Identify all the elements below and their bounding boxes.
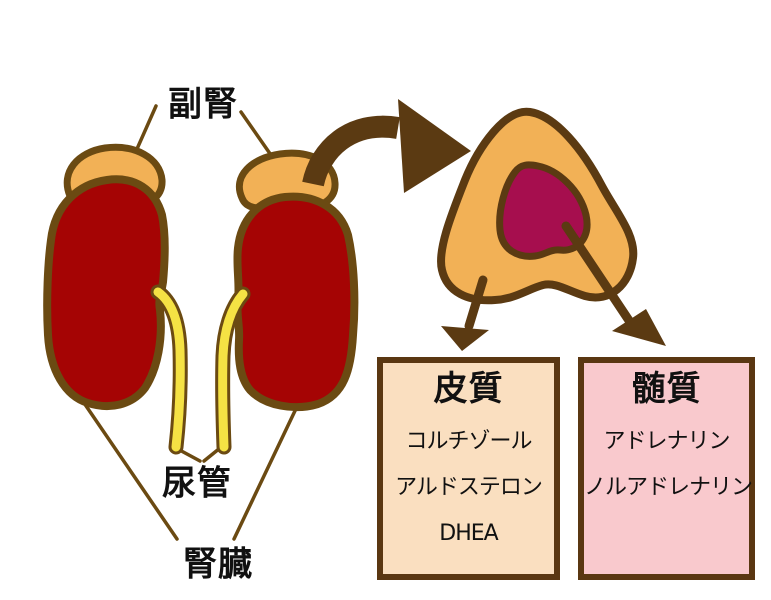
- cortex-hormone-item: アルドステロン: [395, 475, 543, 500]
- magnify-arrow-shaft: [302, 115, 400, 187]
- ureter-right-shape: [215, 286, 251, 455]
- arrow-to-cortex-head: [441, 326, 489, 351]
- label-kidney: 腎臓: [183, 544, 253, 585]
- cortex-hormone-item: コルチゾール: [405, 429, 532, 454]
- label-ureter: 尿管: [162, 463, 232, 504]
- arrow-to-medulla-head: [612, 309, 666, 346]
- arrow-to-medulla-box: [561, 221, 666, 346]
- ureter-right-fill: [218, 289, 248, 452]
- adrenal-enlarged-medulla: [496, 161, 591, 260]
- arrow-to-cortex-shaft: [464, 275, 488, 331]
- arrow-to-cortex-box: [441, 275, 489, 351]
- label-adrenal-gland: 副腎: [168, 84, 238, 125]
- magnify-arrow-head: [398, 99, 471, 193]
- medulla-box-title: 髄質: [631, 369, 702, 409]
- medulla-hormone-item: アドレナリン: [603, 429, 730, 454]
- cortex-box-title: 皮質: [433, 369, 504, 409]
- arrow-to-medulla-shaft: [561, 221, 635, 327]
- ureter-left-shape: [150, 284, 188, 455]
- medulla-hormone-item: ノルアドレナリン: [584, 475, 753, 500]
- cortex-box: 皮質 コルチゾール アルドステロン DHEA: [377, 357, 560, 580]
- medulla-box: 髄質 アドレナリン ノルアドレナリン: [578, 357, 755, 580]
- cortex-hormone-item: DHEA: [439, 521, 498, 546]
- leader-kidney-right: [232, 392, 305, 541]
- magnify-arrow: [302, 99, 471, 193]
- leader-kidney-left: [80, 398, 179, 541]
- ureter-left-fill: [153, 287, 185, 452]
- kidney-left: [43, 175, 169, 410]
- kidney-right: [233, 192, 359, 412]
